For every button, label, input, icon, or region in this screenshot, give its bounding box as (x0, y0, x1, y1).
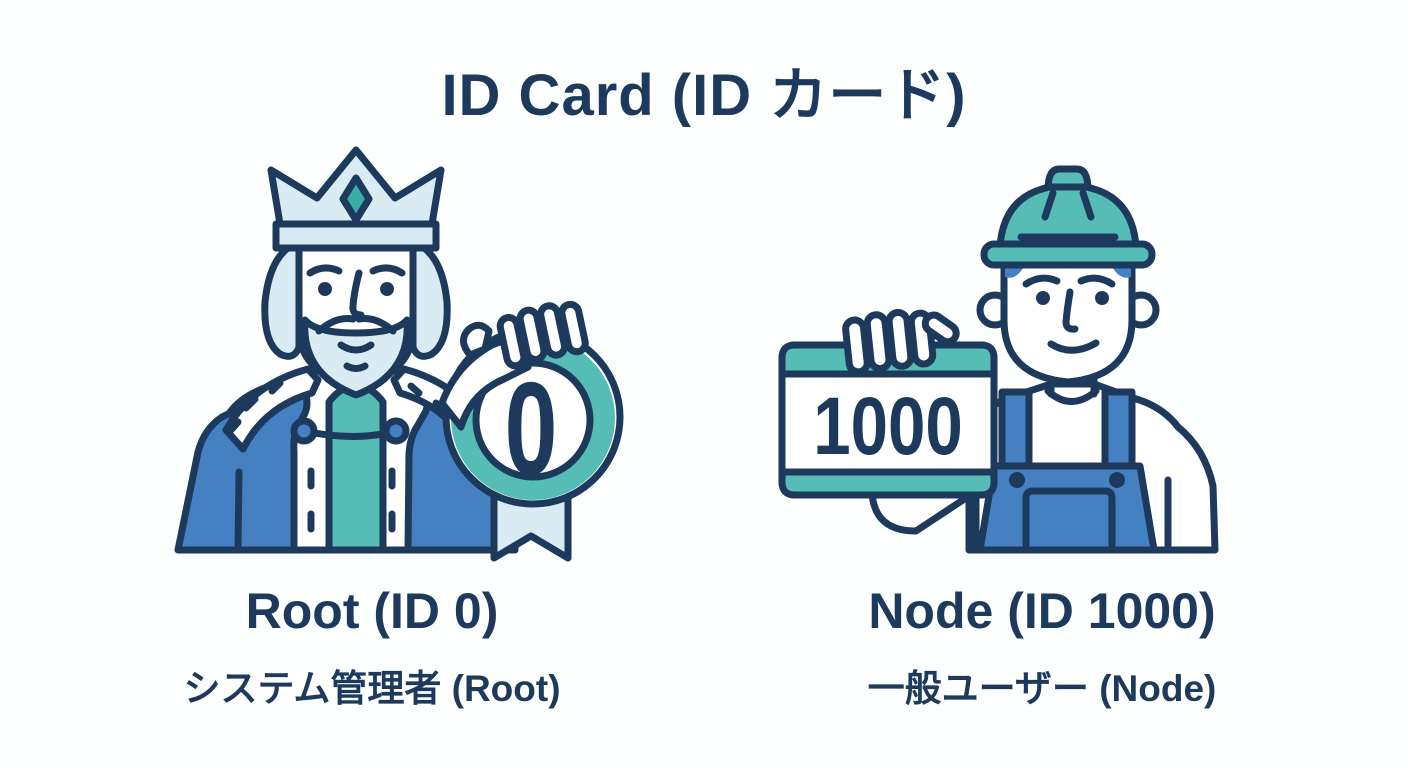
root-badge-value: 0 (505, 356, 558, 503)
king-arm-hand (438, 300, 589, 431)
worker-hard-hat-icon (980, 165, 1156, 269)
king-crown-icon (267, 146, 445, 252)
worker-face-features (1022, 274, 1116, 354)
node-id-card: 1000 (778, 341, 998, 499)
king-robe-stitches (307, 467, 396, 533)
king-beard (301, 315, 411, 399)
worker-hand (842, 308, 960, 376)
worker-overalls (976, 388, 1158, 554)
king-face-features (306, 264, 406, 319)
page-title: ID Card (ID カード) (441, 63, 967, 128)
king-hair (261, 238, 451, 360)
root-subtitle-label: システム管理者 (Root) (183, 668, 561, 709)
king-clasp (290, 417, 410, 445)
node-worker-icon: 1000 (778, 165, 1219, 554)
root-king-icon: 0 (174, 146, 624, 562)
node-subtitle-label: 一般ユーザー (Node) (867, 668, 1217, 709)
node-badge-value: 1000 (813, 380, 963, 472)
root-name-label: Root (ID 0) (245, 583, 499, 639)
king-tunic (325, 381, 387, 554)
node-name-label: Node (ID 1000) (868, 583, 1216, 639)
